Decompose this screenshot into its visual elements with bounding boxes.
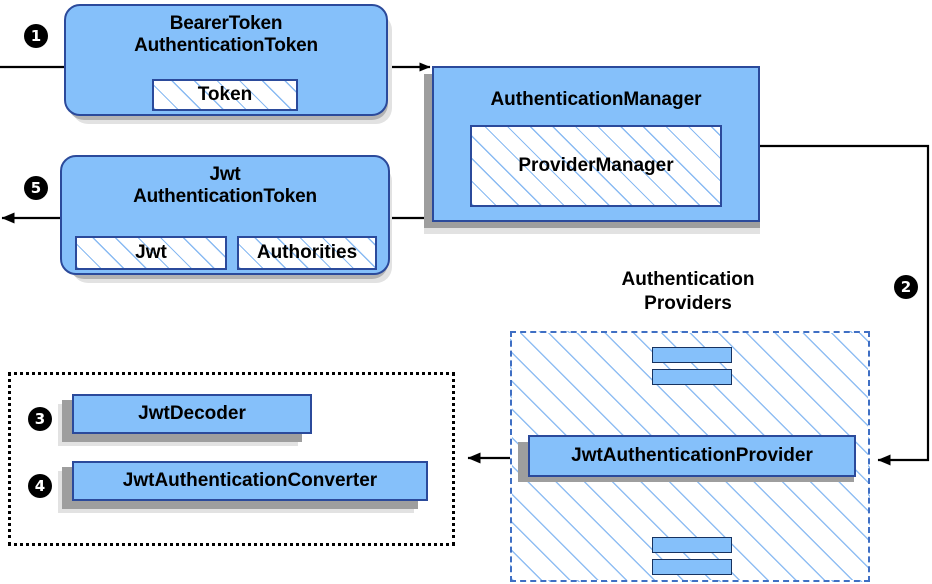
step-badge-2: 2	[894, 275, 918, 299]
step-badge-4: 4	[28, 474, 52, 498]
jwt-authentication-provider[interactable]: JwtAuthenticationProvider	[528, 435, 856, 477]
step-badge-3: 3	[28, 407, 52, 431]
jwt-token-title-line2: AuthenticationToken	[133, 186, 317, 207]
authentication-manager-title: AuthenticationManager	[490, 89, 702, 110]
provider-stub-top-1	[652, 347, 732, 363]
bearer-token-title-line1: BearerToken	[169, 13, 283, 34]
token-label: Token	[197, 84, 253, 105]
authentication-providers-caption: Authentication Providers	[566, 268, 810, 316]
authentication-providers-caption-line2: Providers	[644, 293, 732, 314]
provider-manager-inner-box: ProviderManager	[470, 125, 722, 207]
jwt-label: Jwt	[135, 242, 167, 263]
bearer-token-authentication-token[interactable]: BearerToken AuthenticationToken	[64, 4, 388, 116]
provider-manager-label: ProviderManager	[518, 155, 674, 176]
jwt-authentication-converter[interactable]: JwtAuthenticationConverter	[72, 461, 428, 501]
jwt-inner-box: Jwt	[75, 236, 227, 270]
provider-stub-bottom-2	[652, 559, 732, 575]
bearer-token-title-line2: AuthenticationToken	[134, 35, 318, 56]
provider-stub-bottom-1	[652, 537, 732, 553]
provider-stub-top-2	[652, 369, 732, 385]
jwt-token-title-line1: Jwt	[209, 164, 241, 185]
token-inner-box: Token	[152, 79, 298, 111]
step-badge-1: 1	[24, 24, 48, 48]
jwt-decoder[interactable]: JwtDecoder	[72, 394, 312, 434]
authentication-providers-caption-line1: Authentication	[621, 269, 755, 290]
step-badge-5: 5	[24, 176, 48, 200]
authorities-inner-box: Authorities	[237, 236, 377, 270]
authorities-label: Authorities	[256, 242, 358, 263]
jwt-support-group	[8, 372, 455, 546]
jwt-authentication-converter-label: JwtAuthenticationConverter	[122, 470, 378, 491]
jwt-decoder-label: JwtDecoder	[138, 403, 246, 424]
jwt-authentication-provider-label: JwtAuthenticationProvider	[571, 445, 813, 466]
